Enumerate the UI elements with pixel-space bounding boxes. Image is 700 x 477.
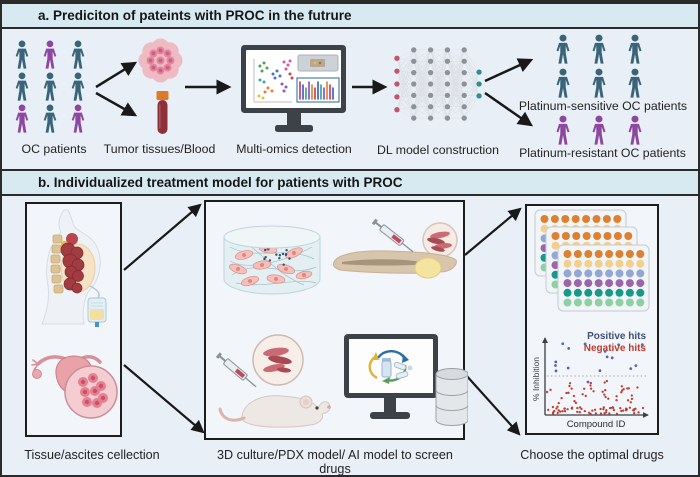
sensitive-patients-icons: [551, 34, 647, 98]
person-icon: [39, 72, 61, 101]
panel-b-title: b. Individualized treatment model for pa…: [38, 175, 403, 190]
screening-models-label: 3D culture/PDX model/ AI model to screen…: [217, 448, 453, 477]
person-icon: [623, 115, 647, 145]
oc-patients-label: OC patients: [21, 142, 87, 156]
oc-patients-icons: [11, 40, 89, 133]
multi-omics-monitor-icon: [241, 45, 346, 132]
person-icon: [39, 40, 61, 69]
tissue-collection-label: Tissue/ascites cellection: [24, 448, 160, 462]
person-icon: [67, 72, 89, 101]
3d-culture-icon: [223, 225, 321, 295]
person-icon: [11, 40, 33, 69]
panel-b-content: Tissue/ascites cellection: [2, 197, 698, 477]
person-icon: [11, 72, 33, 101]
panel-a-title: a. Prediciton of pateints with PROC in t…: [38, 8, 352, 23]
uterus-ovarian-tumor-illustration: [31, 355, 118, 419]
person-icon: [67, 104, 89, 133]
pdx-mouse-icon: [215, 334, 331, 428]
inhibition-scatter-plot: Positive hits Negative hits % Inhibition…: [531, 331, 649, 430]
person-icon: [587, 34, 611, 64]
panel-a-content: OC patients Tumor tis: [2, 30, 698, 169]
dl-model-label: DL model construction: [377, 143, 499, 157]
person-icon: [551, 115, 575, 145]
tissue-collection-box: [25, 202, 122, 437]
panel-b-header: b. Individualized treatment model for pa…: [2, 169, 698, 196]
tumor-blood-label: Tumor tissues/Blood: [103, 142, 216, 156]
resistant-label: Platinum-resistant OC patients: [519, 146, 686, 160]
sensitive-label: Platinum-sensitive OC patients: [518, 99, 688, 113]
zebrafish-injection-icon: [332, 218, 458, 279]
drug-selection-label: Choose the optimal drugs: [520, 448, 664, 462]
person-icon: [587, 115, 611, 145]
person-icon: [551, 34, 575, 64]
legend-positive: Positive hits: [587, 331, 646, 342]
resistant-patients-icons: [551, 115, 647, 145]
tumor-tissue-icon: [138, 38, 183, 83]
scatter-xlabel: Compound ID: [567, 419, 626, 430]
legend-negative: Negative hits: [584, 343, 647, 354]
panel-a-header: a. Prediciton of pateints with PROC in t…: [2, 2, 698, 29]
neural-network-icon: [394, 47, 482, 121]
blood-tube-icon: [156, 91, 169, 134]
person-icon: [623, 34, 647, 64]
ai-model-monitor-database-icon: [344, 334, 468, 426]
well-plates-icon: [534, 209, 650, 312]
person-icon: [39, 104, 61, 133]
person-icon: [11, 104, 33, 133]
scatter-ylabel: % Inhibition: [531, 357, 541, 401]
screening-models-box: [204, 200, 468, 440]
multi-omics-label: Multi-omics detection: [236, 142, 352, 156]
person-icon: [587, 68, 611, 98]
person-icon: [67, 40, 89, 69]
person-icon: [551, 68, 575, 98]
drug-selection-box: Positive hits Negative hits % Inhibition…: [525, 204, 659, 435]
ascites-drainage-illustration: [41, 209, 107, 327]
person-icon: [623, 68, 647, 98]
